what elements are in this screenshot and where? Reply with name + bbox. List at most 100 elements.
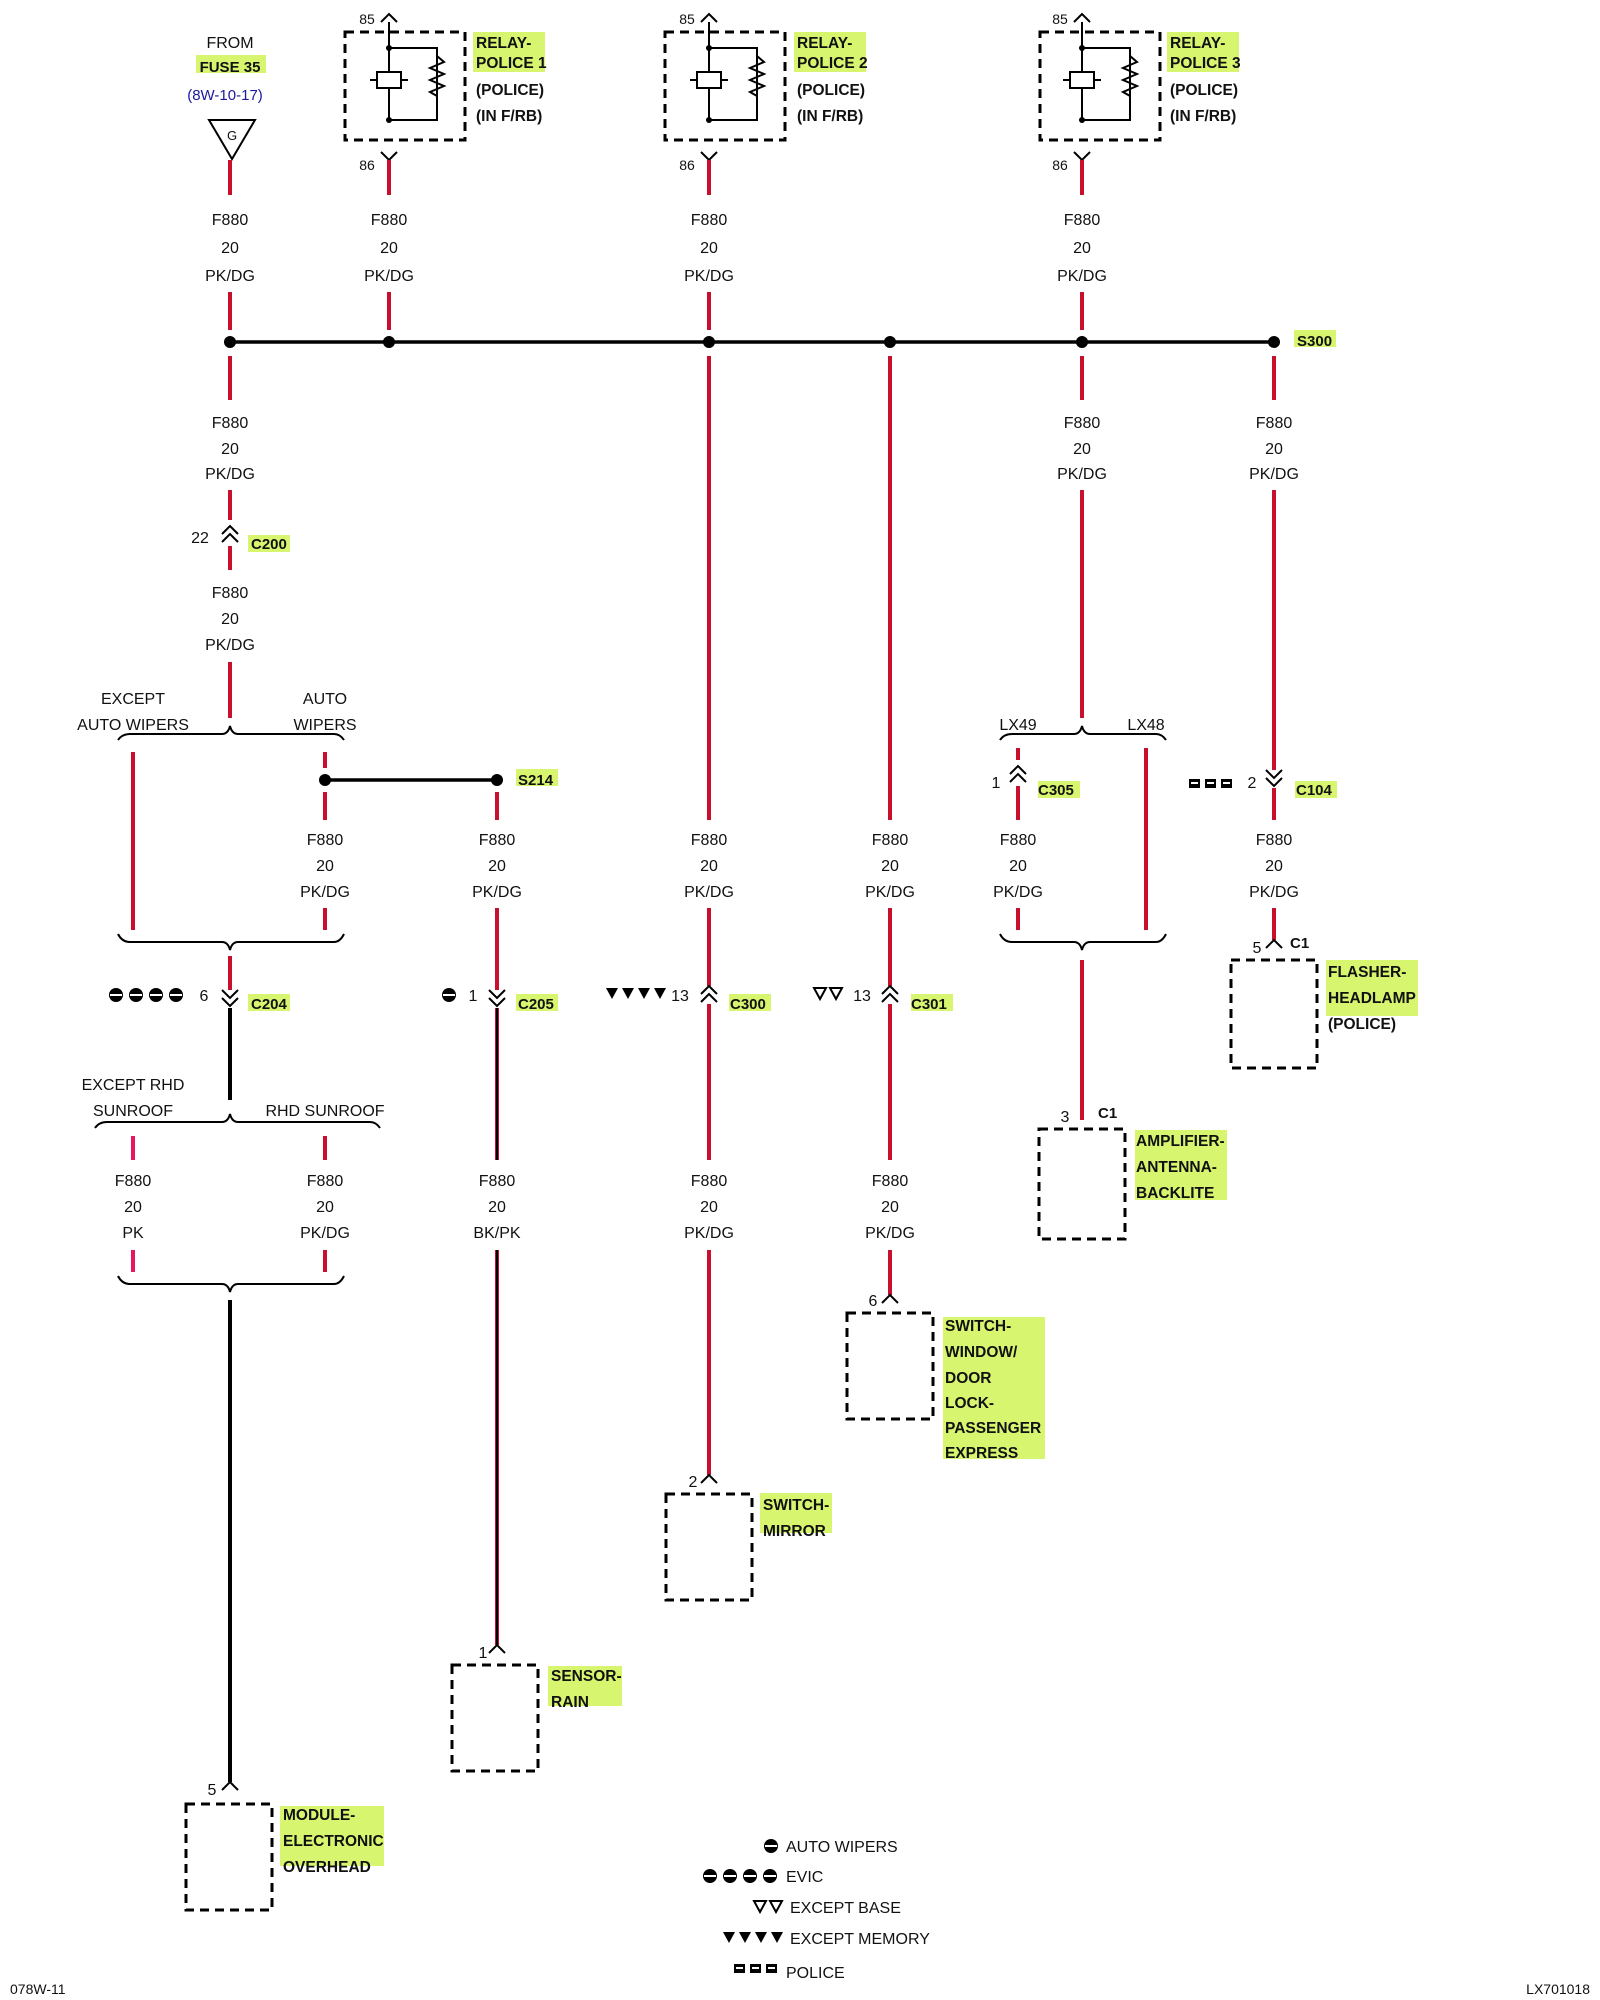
evic-symbols [109, 988, 183, 1002]
except-base-symbols [812, 987, 844, 1002]
wire-gauge-label: 20 [488, 858, 506, 875]
amplifier-box [1037, 1127, 1127, 1241]
col-switch-mirror: F880 20 PK/DG 13 C300 F880 20 PK/DG 2 SW… [606, 356, 829, 1602]
col-amplifier: F880 20 PK/DG LX49 LX48 1 C305 F880 20 P… [992, 356, 1225, 1241]
highlights [196, 32, 1418, 1866]
wire-color-label: PK/DG [684, 1225, 734, 1242]
legend-except-memory: EXCEPT MEMORY [790, 1931, 930, 1948]
wire-circuit-label: F880 [691, 212, 728, 229]
relay-police-2: 85 86 RELAY- POLICE 2 (POLICE) (IN F/RB) [663, 11, 868, 195]
wire-gauge-label: 20 [316, 1199, 334, 1216]
branches-rhd-sunroof-label: RHD SUNROOF [265, 1103, 384, 1120]
relay-1-note-1: (POLICE) [476, 82, 544, 99]
wire-circuit-label: F880 [307, 1173, 344, 1190]
components-module-overhead-l1-label: MODULE- [283, 1807, 355, 1824]
components-module-overhead-l3-label: OVERHEAD [283, 1859, 371, 1876]
legend-auto-wipers: AUTO WIPERS [786, 1839, 898, 1856]
relay-1-name-1: RELAY- [476, 35, 531, 52]
wire-color-label: PK/DG [1249, 884, 1299, 901]
legend-evic: EVIC [786, 1869, 823, 1886]
wire-gauge-label: 20 [1073, 240, 1091, 257]
branches-except-auto-wipers-2-label: AUTO WIPERS [77, 717, 189, 734]
flasher-pin: 5 [1253, 940, 1262, 957]
components-switch-window-l1-label: SWITCH- [945, 1318, 1011, 1335]
footer-left-code: 078W-11 [10, 1981, 66, 1997]
flasher-conn: C1 [1290, 935, 1309, 952]
switch-window-pin: 6 [869, 1293, 878, 1310]
components-flasher-l1-label: FLASHER- [1328, 964, 1406, 981]
components-switch-window-l6-label: EXPRESS [945, 1445, 1018, 1462]
wire-circuit-label: F880 [691, 832, 728, 849]
module-overhead-pin: 5 [208, 1782, 217, 1799]
components-module-overhead-l2-label: ELECTRONIC [283, 1833, 384, 1850]
branches-auto-wipers-1-label: AUTO [303, 691, 347, 708]
wire-gauge-label: 20 [124, 1199, 142, 1216]
wire-gauge-label: 20 [1009, 858, 1027, 875]
wire-gauge-label: 20 [316, 858, 334, 875]
wire-circuit-label: F880 [872, 1173, 909, 1190]
components-flasher-l3-label: (POLICE) [1328, 1016, 1396, 1033]
wire-circuit-label: F880 [1000, 832, 1037, 849]
ground-letter: G [227, 128, 237, 143]
module-overhead-box [184, 1802, 274, 1912]
wire-gauge-label: 20 [1073, 441, 1091, 458]
wire-circuit-label: F880 [1064, 415, 1101, 432]
wire-gauge-label: 20 [700, 858, 718, 875]
components-amplifier-l1-label: AMPLIFIER- [1136, 1133, 1225, 1150]
wire-color-label: PK/DG [993, 884, 1043, 901]
wire-color-label: PK/DG [1249, 466, 1299, 483]
relay-3-pin-85: 85 [1052, 11, 1068, 27]
relay-police-3: 85 86 RELAY- POLICE 3 (POLICE) (IN F/RB) [1038, 11, 1241, 195]
wire-circuit-label: F880 [1064, 212, 1101, 229]
relay-2-note-1: (POLICE) [797, 82, 865, 99]
wire-gauge-label: 20 [881, 858, 899, 875]
components-sensor-rain-l1-label: SENSOR- [551, 1668, 622, 1685]
splice-s300-bus: S300 [224, 333, 1332, 350]
c300-pin: 13 [671, 988, 689, 1005]
relay-2-name-1: RELAY- [797, 35, 852, 52]
c200-pin: 22 [191, 530, 209, 547]
wire-circuit-label: F880 [212, 585, 249, 602]
branches-auto-wipers-2-label: WIPERS [293, 717, 356, 734]
relay-3-note-2: (IN F/RB) [1170, 108, 1236, 125]
components-switch-mirror-l1-label: SWITCH- [763, 1497, 829, 1514]
wire-circuit-label: F880 [212, 415, 249, 432]
wire-circuit-label: F880 [479, 832, 516, 849]
wire-color-label: PK/DG [472, 884, 522, 901]
col-sensor-rain: F880 20 PK/DG 1 C205 F880 20 BK/PK 1 SEN… [442, 792, 622, 1773]
relay-1-pin-86: 86 [359, 157, 375, 173]
components-switch-window-l4-label: LOCK- [945, 1395, 994, 1412]
c104-pin: 2 [1248, 775, 1257, 792]
wire-color-pk-label: PK [122, 1225, 144, 1242]
c300-label: C300 [730, 996, 766, 1013]
c205-pin: 1 [469, 988, 478, 1005]
col-module-overhead: F880 20 PK/DG 22 C200 F880 20 PK/DG EXCE… [77, 356, 554, 1912]
wire-gauge-label: 20 [221, 240, 239, 257]
wire-gauge-label: 20 [1265, 858, 1283, 875]
col-switch-window: F880 20 PK/DG 13 C301 F880 20 PK/DG 6 SW… [812, 356, 1041, 1462]
wire-gauge-label: 20 [881, 1199, 899, 1216]
footer-right-code: LX701018 [1526, 1981, 1590, 1997]
wire-color-bkpk-label: BK/PK [473, 1225, 520, 1242]
fuse-label: FUSE 35 [200, 59, 261, 76]
fuse-triangle-icon [207, 119, 257, 161]
wire-gauge-label: 20 [1265, 441, 1283, 458]
wire-color-label: PK/DG [300, 1225, 350, 1242]
amplifier-pin: 3 [1061, 1109, 1070, 1126]
wire-color-label: PK/DG [684, 268, 734, 285]
relay-3-name-2: POLICE 3 [1170, 55, 1241, 72]
branches-lx48-label: LX48 [1127, 717, 1164, 734]
components-switch-window-l2-label: WINDOW/ [945, 1344, 1018, 1361]
relay-1-pin-85: 85 [359, 11, 375, 27]
wire-circuit-label: F880 [212, 212, 249, 229]
wire-gauge-label: 20 [221, 441, 239, 458]
branches-lx49-label: LX49 [999, 717, 1036, 734]
amplifier-conn: C1 [1098, 1105, 1117, 1122]
wire-color-label: PK/DG [205, 268, 255, 285]
wire-gauge-label: 20 [380, 240, 398, 257]
components-flasher-l2-label: HEADLAMP [1328, 990, 1416, 1007]
switch-mirror-box [664, 1492, 754, 1602]
c204-label: C204 [251, 996, 288, 1013]
relay-3-note-1: (POLICE) [1170, 82, 1238, 99]
